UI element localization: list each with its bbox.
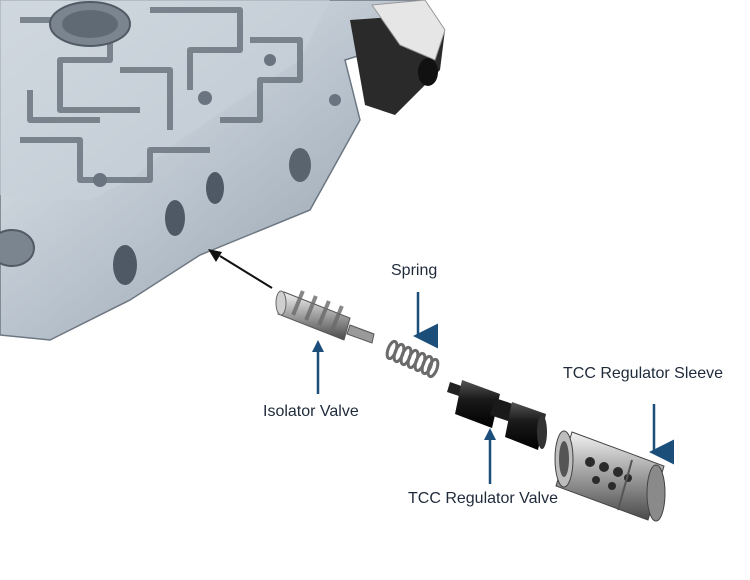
valve-body-casting [0, 0, 442, 341]
isolator-valve-label: Isolator Valve [263, 403, 359, 420]
tcc-regulator-sleeve-part [554, 430, 666, 522]
solenoid-connector [350, 0, 446, 115]
callout-arrowheads-up [312, 340, 496, 440]
insertion-direction-arrow [208, 249, 273, 289]
spring-label: Spring [391, 262, 438, 279]
tcc-regulator-valve-part [447, 380, 547, 450]
tcc-regulator-valve-label: TCC Regulator Valve [408, 490, 558, 507]
tcc-regulator-sleeve-label: TCC Regulator Sleeve [563, 365, 724, 382]
isolator-valve-part [275, 290, 375, 344]
spring-part [385, 339, 440, 379]
callout-arrows [316, 292, 674, 484]
